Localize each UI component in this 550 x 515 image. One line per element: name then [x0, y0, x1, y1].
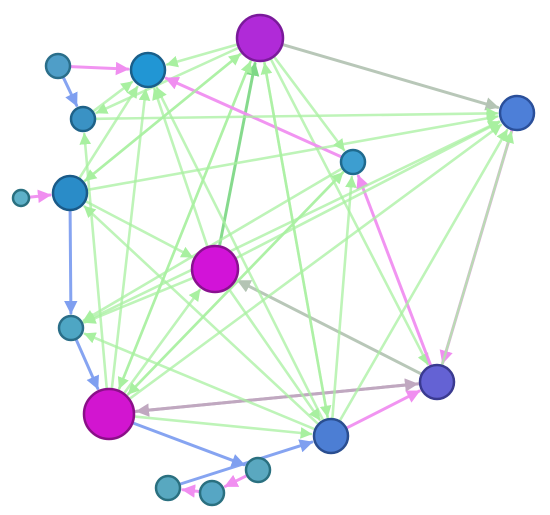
edge-n8-n2 [78, 85, 139, 180]
node-n9[interactable] [190, 244, 240, 294]
edge-n13-n8 [83, 205, 320, 426]
node-n13[interactable] [312, 417, 350, 455]
edge-n1-n5 [281, 43, 500, 111]
edge-n9-n5 [235, 120, 501, 260]
edge-n13-n2 [155, 86, 325, 422]
edge-n3-n4 [62, 76, 79, 107]
node-n11[interactable] [418, 363, 456, 401]
edge-n13-n11 [345, 389, 421, 430]
edge-n12-n5 [128, 123, 503, 400]
edge-n13-n1 [260, 62, 330, 420]
edge-n3-n2 [69, 61, 130, 76]
edge-n9-n10 [83, 276, 195, 324]
edge-n8-n9 [84, 200, 194, 259]
edge-n13-n5 [338, 129, 509, 422]
edge-n7-n8 [28, 189, 52, 203]
edge-n8-n5 [86, 112, 499, 192]
node-n5[interactable] [498, 94, 536, 132]
edge-n12-n11 [133, 378, 419, 413]
node-n1[interactable] [235, 13, 285, 63]
node-n10[interactable] [57, 314, 85, 342]
edge-n11-n6 [356, 174, 433, 367]
edge-n12-n2 [110, 88, 151, 390]
edges-layer [28, 43, 514, 498]
edge-n16-n13 [178, 439, 314, 486]
node-n15[interactable] [198, 479, 226, 507]
node-n8[interactable] [51, 174, 89, 212]
edge-n1-n2 [165, 43, 239, 68]
edge-n4-n2 [92, 80, 134, 113]
node-n14[interactable] [244, 456, 272, 484]
edge-n9-n2 [152, 87, 209, 248]
node-n7[interactable] [11, 188, 31, 208]
edge-n10-n12 [74, 338, 100, 390]
edge-n9-n1 [218, 62, 260, 247]
node-n16[interactable] [154, 474, 182, 502]
edge-n12-n9 [123, 288, 201, 395]
edge-n8-n10 [64, 209, 78, 315]
edge-n1-n6 [273, 55, 346, 152]
edge-n13-n10 [83, 332, 316, 431]
edge-n6-n10 [82, 167, 344, 322]
edge-n6-n12 [127, 170, 346, 396]
edge-n1-n4 [95, 46, 240, 115]
edge-n4-n5 [94, 107, 499, 121]
edge-n11-n5 [440, 130, 514, 367]
edge-n15-n16 [181, 484, 201, 498]
edge-n14-n15 [223, 474, 248, 488]
edge-n12-n14 [131, 421, 246, 467]
edge-n9-n13 [227, 287, 321, 421]
edge-n12-n4 [79, 132, 108, 390]
node-n3[interactable] [44, 52, 72, 80]
edge-n12-n13 [133, 415, 313, 439]
node-n4[interactable] [69, 105, 97, 133]
edge-n10-n5 [81, 120, 501, 324]
nodes-layer [11, 13, 536, 507]
node-n2[interactable] [129, 51, 167, 89]
node-n12[interactable] [82, 387, 136, 441]
edge-n13-n6 [331, 175, 357, 420]
node-n6[interactable] [339, 148, 367, 176]
